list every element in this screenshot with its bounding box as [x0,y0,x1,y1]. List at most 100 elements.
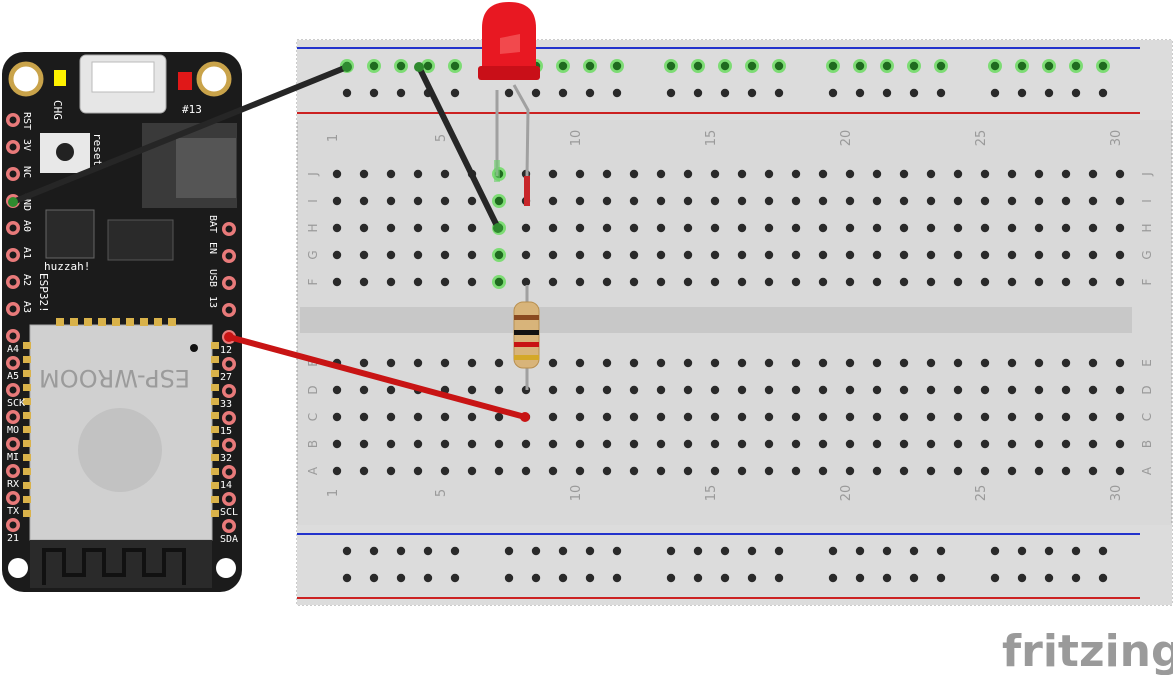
breadboard-hole [953,412,963,422]
rail-hole [423,573,433,583]
rail-hole [664,59,678,73]
module-pad [211,412,219,419]
breadboard-hole [386,385,396,395]
breadboard-hole [683,358,693,368]
breadboard-hole [548,466,558,476]
breadboard-hole [602,196,612,206]
module-pad [23,496,31,503]
breadboard-hole [710,223,720,233]
right-pin-label: 33 [220,399,232,410]
breadboard-hole [467,412,477,422]
rail-hole [934,59,948,73]
breadboard-hole [1034,277,1044,287]
column-number-label: 5 [434,489,449,497]
breadboard-hole [926,277,936,287]
breadboard-hole [764,250,774,260]
breadboard-hole [953,385,963,395]
module-pad [23,370,31,377]
breadboard-hole [980,358,990,368]
breadboard-hole [791,358,801,368]
breadboard-hole [737,385,747,395]
breadboard-hole [440,439,450,449]
rail-hole [396,88,406,98]
breadboard-hole [386,358,396,368]
rail-hole [936,573,946,583]
breadboard-hole [926,412,936,422]
breadboard-hole [1115,385,1125,395]
breadboard-hole [845,169,855,179]
breadboard-hole [737,223,747,233]
rail-hole [1017,573,1027,583]
left-pin-label: A2 [21,274,32,286]
rail-hole [666,573,676,583]
breadboard-hole [980,439,990,449]
breadboard-hole [764,439,774,449]
breadboard-hole [899,196,909,206]
breadboard-hole [980,412,990,422]
right-pin-label: EN [207,242,218,254]
module-pad [211,356,219,363]
breadboard-hole [683,412,693,422]
breadboard-hole [386,439,396,449]
huzzah-label: huzzah! [44,260,90,273]
breadboard-hole [872,169,882,179]
breadboard-hole [1088,169,1098,179]
left-header-pin: 21 [6,518,20,544]
breadboard-hole [953,358,963,368]
wire-end [414,62,424,72]
breadboard-hole [521,277,531,287]
left-pin-label: 3V [21,139,32,151]
row-letter-label: F [306,278,320,285]
breadboard-hole [845,277,855,287]
breadboard-hole [1034,412,1044,422]
breadboard-hole [413,466,423,476]
breadboard-hole [926,250,936,260]
right-pin-label: 32 [220,453,232,464]
right-pin-label: USB [207,269,218,287]
module-pad [98,318,106,326]
breadboard-hole [737,169,747,179]
left-header-pin: A0 [6,220,32,235]
breadboard-hole [602,223,612,233]
rail-hole [423,546,433,556]
breadboard-hole [683,277,693,287]
breadboard-hole [1061,223,1071,233]
breadboard-hole [386,466,396,476]
breadboard-hole [386,412,396,422]
breadboard-hole [332,385,342,395]
breadboard-hole [548,385,558,395]
breadboard-hole [1115,277,1125,287]
breadboard-hole [1088,250,1098,260]
breadboard-hole [1034,196,1044,206]
breadboard-hole [413,250,423,260]
breadboard-hole [872,439,882,449]
column-number-label: 30 [1109,485,1124,502]
rail-hole [855,88,865,98]
breadboard-hole [1007,439,1017,449]
rail-hole [394,59,408,73]
rail-hole [585,573,595,583]
breadboard-hole [440,169,450,179]
left-pin-label: NC [21,166,32,178]
breadboard-hole [872,196,882,206]
breadboard-hole [467,466,477,476]
rail-hole [531,546,541,556]
module-pad [70,318,78,326]
rail-hole [936,88,946,98]
module-pad [112,318,120,326]
breadboard-hole [1061,466,1071,476]
module-pad [211,496,219,503]
module-pad [84,318,92,326]
breadboard-hole [1115,412,1125,422]
breadboard-hole [953,250,963,260]
breadboard-hole [1034,169,1044,179]
breadboard-hole [629,196,639,206]
breadboard-hole [440,196,450,206]
breadboard-hole [899,412,909,422]
breadboard-hole [710,385,720,395]
breadboard-hole [683,223,693,233]
breadboard-hole [332,466,342,476]
breadboard-hole [899,385,909,395]
rail-hole [745,59,759,73]
breadboard-hole [926,196,936,206]
